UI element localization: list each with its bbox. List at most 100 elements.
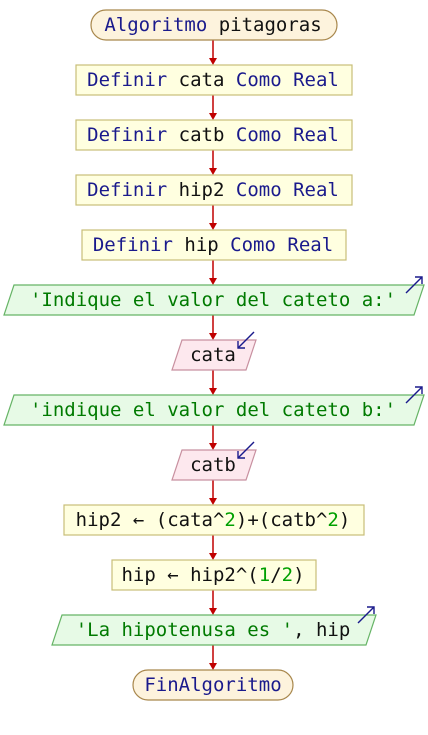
node-token: pitagoras [218, 14, 322, 36]
node-token: hip2 [190, 564, 236, 586]
node-token [282, 179, 293, 201]
node-token: hip2 [178, 179, 225, 201]
node-token: catb [178, 124, 225, 146]
node-token: Algoritmo [104, 14, 208, 36]
flow-arrowhead [209, 58, 217, 65]
input-arrow-icon [237, 441, 255, 459]
node-token: Como [230, 234, 276, 256]
terminal-node-start [90, 9, 338, 41]
node-token: cata [167, 509, 213, 531]
node-token: 'indique el valor del cateto b:' [29, 399, 397, 421]
node-token: Como [235, 69, 282, 91]
node-label-in-cata: cata [190, 341, 236, 369]
node-token: Real [293, 124, 339, 146]
node-token: Definir [87, 124, 168, 146]
node-token [219, 234, 230, 256]
node-token: 2 [224, 509, 236, 531]
flow-arrowhead [209, 553, 217, 560]
output-arrow-icon [415, 386, 423, 394]
flow-arrowhead [209, 663, 217, 670]
node-token: hip [315, 619, 351, 641]
node-token [207, 14, 218, 36]
node-label-out-result: 'La hipotenusa es ', hip [76, 616, 351, 644]
input-arrow-icon [237, 341, 245, 349]
input-node-in-cata [171, 339, 257, 371]
node-token: ← [155, 564, 191, 586]
node-token: )+( [235, 509, 271, 531]
node-label-def-cata: Definir cata Como Real [87, 66, 339, 94]
node-token [282, 124, 293, 146]
flow-arrowhead [209, 113, 217, 120]
node-token: Definir [87, 179, 168, 201]
node-token [167, 69, 178, 91]
flow-arrowhead [209, 223, 217, 230]
node-label-calc-hip: hip ← hip2^(1/2) [121, 561, 304, 589]
node-label-def-hip2: Definir hip2 Como Real [87, 176, 339, 204]
flow-arrowhead [209, 443, 217, 450]
node-token: catb [190, 454, 236, 476]
node-token: 'La hipotenusa es ' [75, 619, 294, 641]
node-token: Como [235, 124, 282, 146]
process-node-def-hip2 [75, 174, 353, 206]
node-token: ^ [212, 509, 225, 531]
node-token: ← ( [121, 509, 168, 531]
flow-arrowhead [209, 608, 217, 615]
node-token [167, 179, 178, 201]
node-label-calc-hip2: hip2 ← (cata^2)+(catb^2) [76, 506, 351, 534]
output-arrow-icon [357, 606, 375, 624]
node-token: Real [287, 234, 334, 256]
node-token [276, 234, 287, 256]
input-node-in-catb [171, 449, 257, 481]
node-token [224, 69, 235, 91]
node-label-in-catb: catb [190, 451, 236, 479]
output-node-out-result [51, 614, 377, 646]
input-arrow-icon [237, 331, 255, 349]
flow-arrowhead [209, 388, 217, 395]
process-node-def-hip [81, 229, 347, 261]
node-token: Definir [92, 234, 173, 256]
node-token [173, 234, 184, 256]
node-label-def-hip: Definir hip Como Real [93, 231, 333, 259]
flow-arrowhead [209, 168, 217, 175]
node-token: / [270, 564, 282, 586]
node-label-def-catb: Definir catb Como Real [87, 121, 339, 149]
node-token: hip2 [75, 509, 122, 531]
output-arrow-icon [415, 276, 423, 284]
node-token [224, 179, 235, 201]
node-token: hip [121, 564, 156, 586]
node-token: Definir [87, 69, 168, 91]
flow-arrowhead [209, 333, 217, 340]
node-token: Como [235, 179, 282, 201]
node-token: 'Indique el valor del cateto a:' [29, 289, 397, 311]
output-node-out-cateto-a [3, 284, 425, 316]
node-token: catb [270, 509, 316, 531]
terminal-node-end [132, 669, 294, 701]
node-token: ^ [315, 509, 328, 531]
process-node-def-cata [75, 64, 353, 96]
node-token: 1 [258, 564, 271, 586]
output-node-out-cateto-b [3, 394, 425, 426]
node-token: cata [178, 69, 225, 91]
node-token: Real [293, 179, 339, 201]
node-token: Real [293, 69, 339, 91]
node-token: ) [293, 564, 305, 586]
output-arrow-icon [367, 606, 375, 614]
node-token: 2 [281, 564, 294, 586]
node-token: cata [190, 344, 236, 366]
node-token: ) [338, 509, 351, 531]
node-token: ^( [235, 564, 259, 586]
node-token [282, 69, 293, 91]
process-node-def-catb [75, 119, 353, 151]
node-label-start: Algoritmo pitagoras [104, 11, 321, 39]
node-label-end: FinAlgoritmo [144, 671, 281, 699]
process-node-calc-hip2 [63, 504, 365, 536]
input-arrow-icon [237, 451, 245, 459]
node-token [167, 124, 178, 146]
node-label-out-cateto-b: 'indique el valor del cateto b:' [30, 396, 396, 424]
node-label-out-cateto-a: 'Indique el valor del cateto a:' [30, 286, 396, 314]
output-arrow-icon [405, 276, 423, 294]
node-token: 2 [327, 509, 339, 531]
node-token: , [293, 619, 316, 641]
node-token: FinAlgoritmo [144, 674, 282, 696]
